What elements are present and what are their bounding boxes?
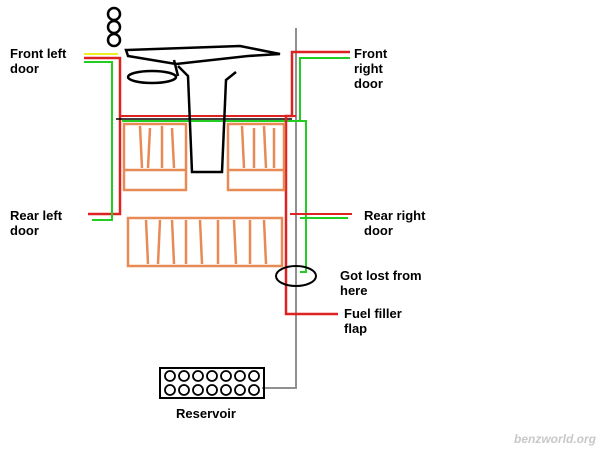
rear-left-line-1: Rear left — [10, 208, 63, 223]
got-lost-line-2: here — [340, 283, 368, 298]
front-left-door-label: Front left door — [10, 46, 66, 76]
front-right-line-2: right — [354, 61, 383, 76]
front-right-green-line — [299, 57, 350, 273]
center-console — [124, 44, 281, 174]
front-left-red-line — [84, 56, 122, 216]
watermark: benzworld.org — [514, 432, 596, 446]
front-right-line-1: Front — [354, 46, 388, 61]
rear-right-door-label: Rear right door — [364, 208, 425, 238]
rear-right-line-1: Rear right — [364, 208, 426, 223]
rear-right-line-2: door — [364, 223, 393, 238]
front-left-seat — [122, 122, 188, 192]
got-lost-line-1: Got lost from — [340, 268, 422, 283]
front-left-green-line — [84, 61, 113, 221]
rear-seat — [126, 216, 284, 268]
front-right-door-label: Front right door — [354, 46, 387, 91]
valve-stack — [106, 6, 122, 48]
rear-left-line-2: door — [10, 223, 39, 238]
front-left-line-1: Front left — [10, 46, 67, 61]
front-right-line-3: door — [354, 76, 383, 91]
fuel-filler-line-1: Fuel filler — [344, 306, 402, 321]
lost-marker-ellipse — [275, 265, 317, 287]
reservoir-text: Reservoir — [176, 406, 236, 421]
front-left-line-2: door — [10, 61, 39, 76]
front-right-seat — [226, 122, 286, 192]
fuel-filler-label: Fuel filler flap — [344, 306, 402, 336]
reservoir-label: Reservoir — [176, 406, 236, 421]
got-lost-label: Got lost from here — [340, 268, 422, 298]
reservoir-tank — [159, 367, 265, 399]
rear-left-door-label: Rear left door — [10, 208, 62, 238]
fuel-filler-line-2: flap — [344, 321, 368, 336]
gray-supply-line — [262, 28, 297, 389]
front-right-red-line — [284, 50, 350, 316]
